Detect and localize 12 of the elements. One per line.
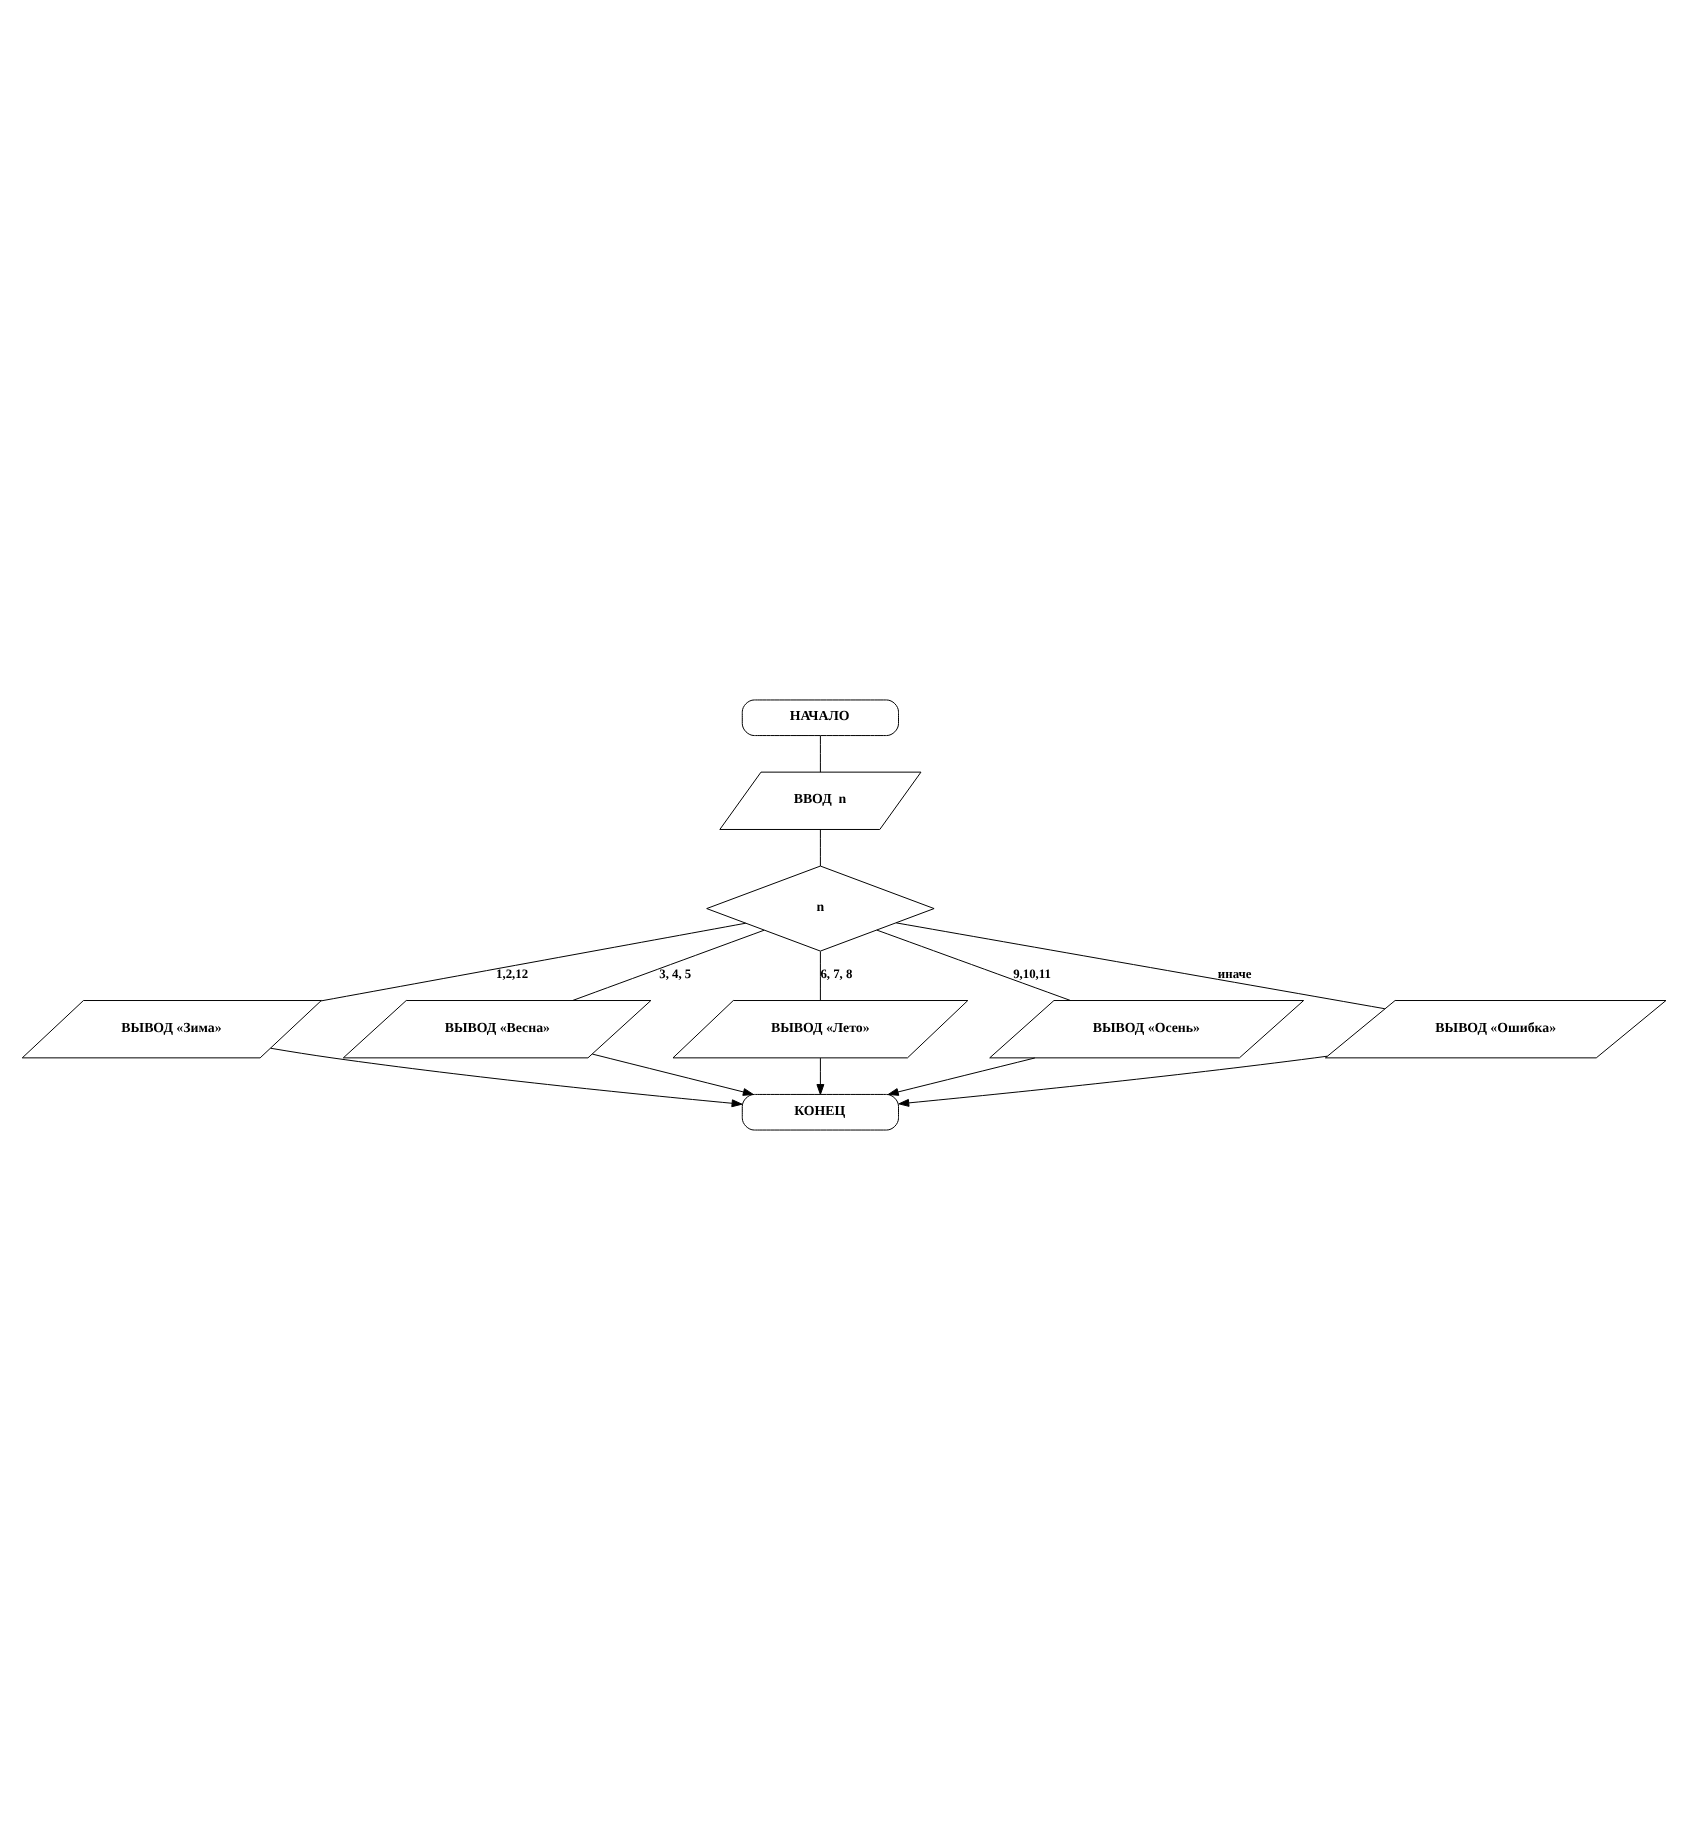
arrow	[816, 1057, 825, 1095]
connector	[895, 922, 1386, 1010]
connector	[819, 950, 821, 1001]
connector	[320, 922, 747, 1002]
arrow	[887, 1057, 1036, 1096]
arrow	[898, 1055, 1328, 1107]
connector	[572, 929, 765, 1001]
arrow	[591, 1053, 754, 1096]
connector	[876, 929, 1071, 1001]
connector	[819, 829, 821, 867]
arrow	[270, 1047, 743, 1108]
connector	[819, 735, 821, 773]
